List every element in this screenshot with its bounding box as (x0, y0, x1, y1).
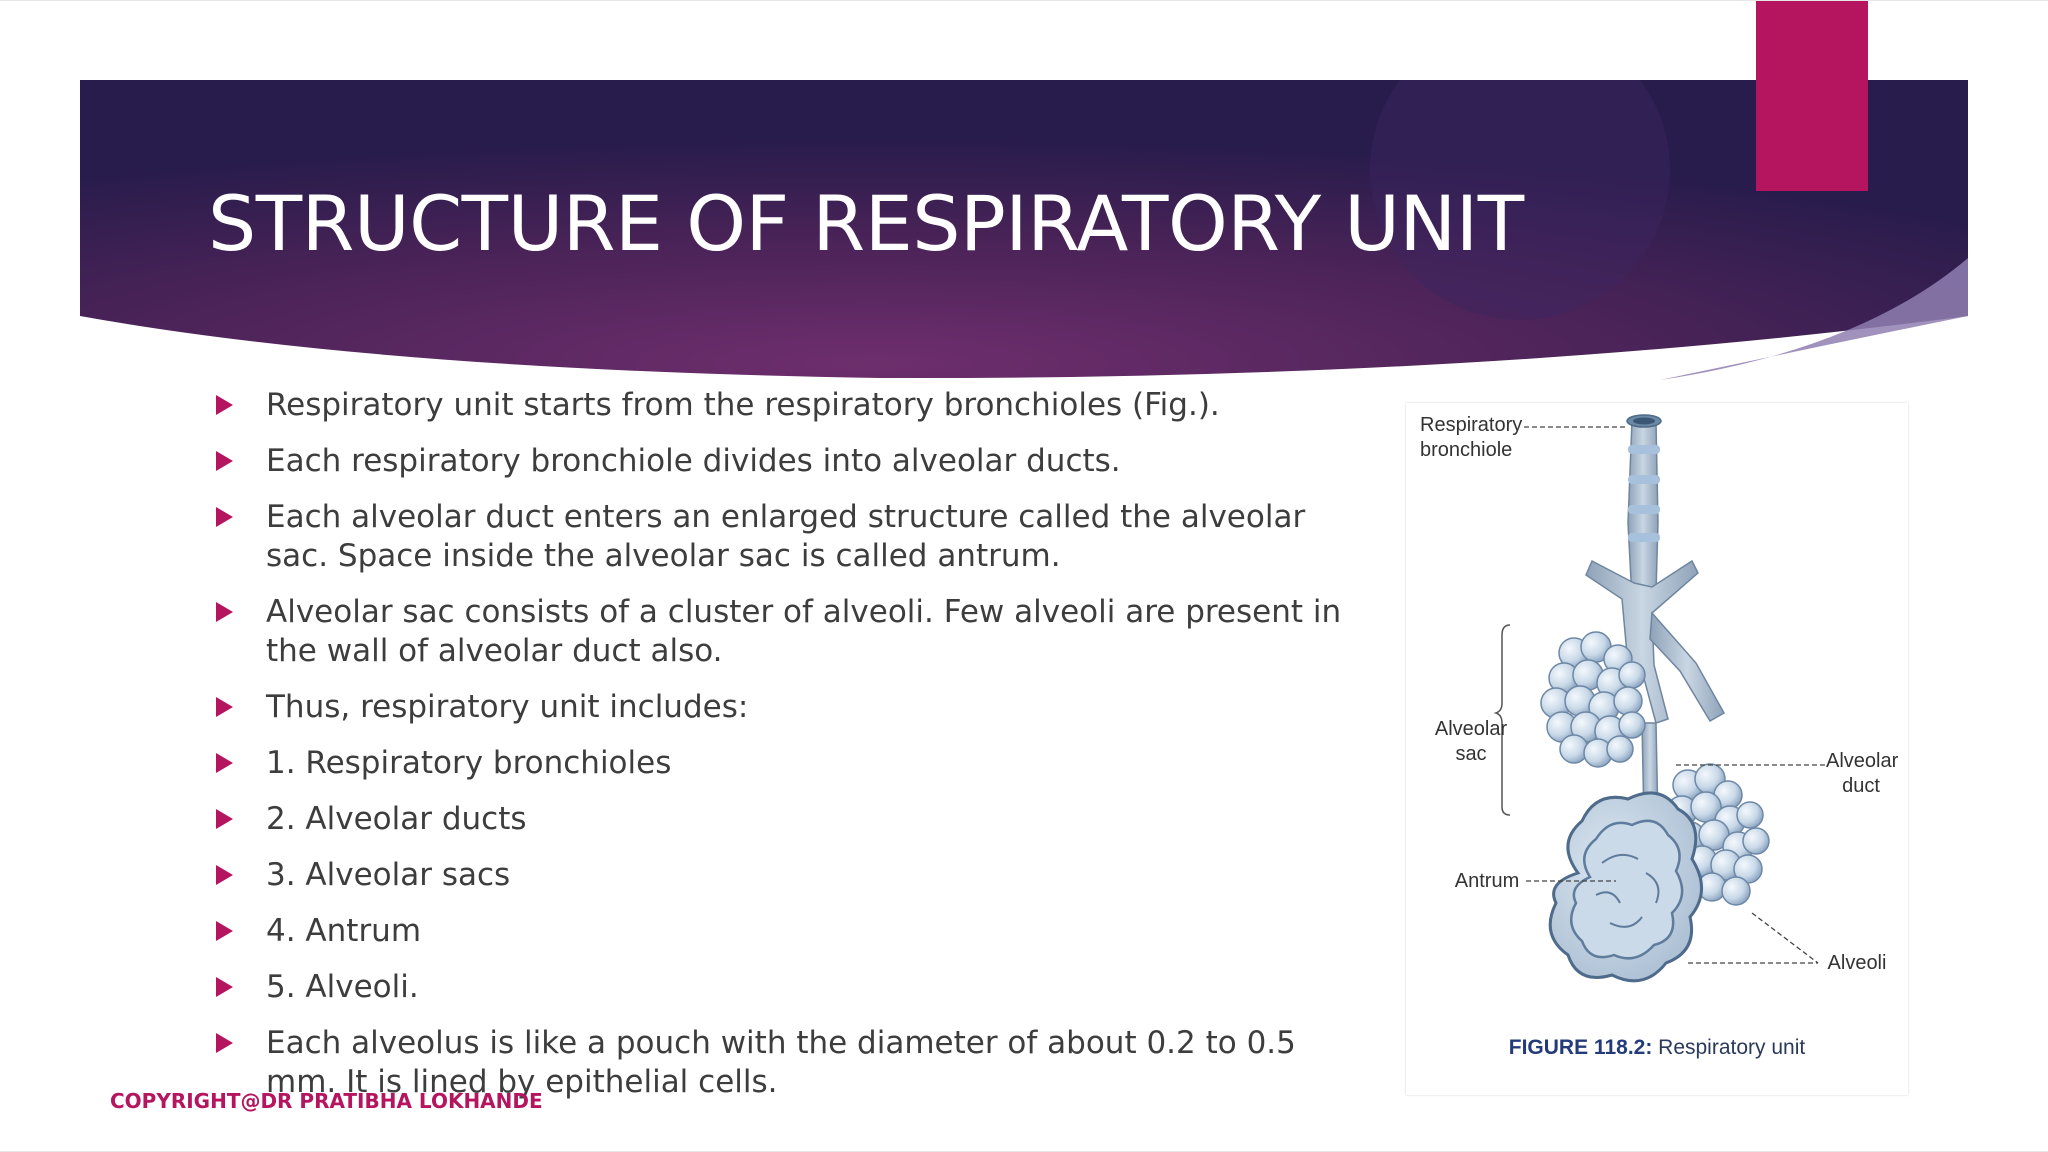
bullet-list: Respiratory unit starts from the respira… (210, 386, 1360, 1119)
bullet-item: 3. Alveolar sacs (210, 856, 1360, 895)
bullet-arrow-icon (216, 977, 233, 997)
bullet-text: 5. Alveoli. (266, 969, 419, 1005)
bullet-text: Alveolar sac consists of a cluster of al… (266, 594, 1342, 669)
label-alveolar-sac: Alveolar sac (1434, 718, 1508, 765)
label-alveolar-duct: Alveolar duct (1826, 750, 1899, 797)
bullet-text: 3. Alveolar sacs (266, 857, 511, 893)
label-respiratory-bronchiole: Respiratory bronchiole (1420, 414, 1523, 461)
bullet-text: Each respiratory bronchiole divides into… (266, 443, 1121, 479)
bullet-text: 4. Antrum (266, 913, 422, 949)
bullet-text: Each alveolar duct enters an enlarged st… (266, 499, 1306, 574)
bullet-item: 5. Alveoli. (210, 968, 1360, 1007)
bullet-item: 2. Alveolar ducts (210, 800, 1360, 839)
bullet-item: Alveolar sac consists of a cluster of al… (210, 593, 1360, 671)
figure-caption-number: FIGURE 118.2: (1508, 1036, 1653, 1059)
label-antrum: Antrum (1454, 870, 1520, 892)
bullet-arrow-icon (216, 809, 233, 829)
bullet-text: Thus, respiratory unit includes: (266, 689, 749, 725)
bullet-arrow-icon (216, 395, 233, 415)
bullet-arrow-icon (216, 602, 233, 622)
bullet-item: Each alveolar duct enters an enlarged st… (210, 498, 1360, 576)
figure-caption: FIGURE 118.2: Respiratory unit (1406, 1036, 1908, 1060)
bullet-item: Thus, respiratory unit includes: (210, 688, 1360, 727)
respiratory-unit-figure: Respiratory bronchiole Alveolar sac Alve… (1406, 403, 1908, 1095)
slide-title: STRUCTURE OF RESPIRATORY UNIT (208, 179, 1524, 268)
bullet-text: 1. Respiratory bronchioles (266, 745, 672, 781)
bullet-item: Each respiratory bronchiole divides into… (210, 442, 1360, 481)
copyright-footer: COPYRIGHT@DR PRATIBHA LOKHANDE (110, 1089, 543, 1113)
bullet-text: Respiratory unit starts from the respira… (266, 387, 1220, 423)
bullet-item: 4. Antrum (210, 912, 1360, 951)
bullet-item: Respiratory unit starts from the respira… (210, 386, 1360, 425)
bullet-arrow-icon (216, 507, 233, 527)
bullet-item: Each alveolus is like a pouch with the d… (210, 1024, 1360, 1102)
accent-bar (1756, 1, 1868, 191)
bullet-arrow-icon (216, 753, 233, 773)
label-alveoli: Alveoli (1827, 952, 1887, 974)
respiratory-unit-illustration (1493, 414, 1826, 983)
bullet-item: 1. Respiratory bronchioles (210, 744, 1360, 783)
bullet-arrow-icon (216, 697, 233, 717)
bullet-arrow-icon (216, 451, 233, 471)
figure-caption-text: Respiratory unit (1652, 1036, 1806, 1059)
bullet-arrow-icon (216, 921, 233, 941)
bullet-text: Each alveolus is like a pouch with the d… (266, 1025, 1296, 1100)
bullet-text: 2. Alveolar ducts (266, 801, 527, 837)
bullet-arrow-icon (216, 865, 233, 885)
title-banner (80, 80, 1968, 380)
bullet-arrow-icon (216, 1033, 233, 1053)
